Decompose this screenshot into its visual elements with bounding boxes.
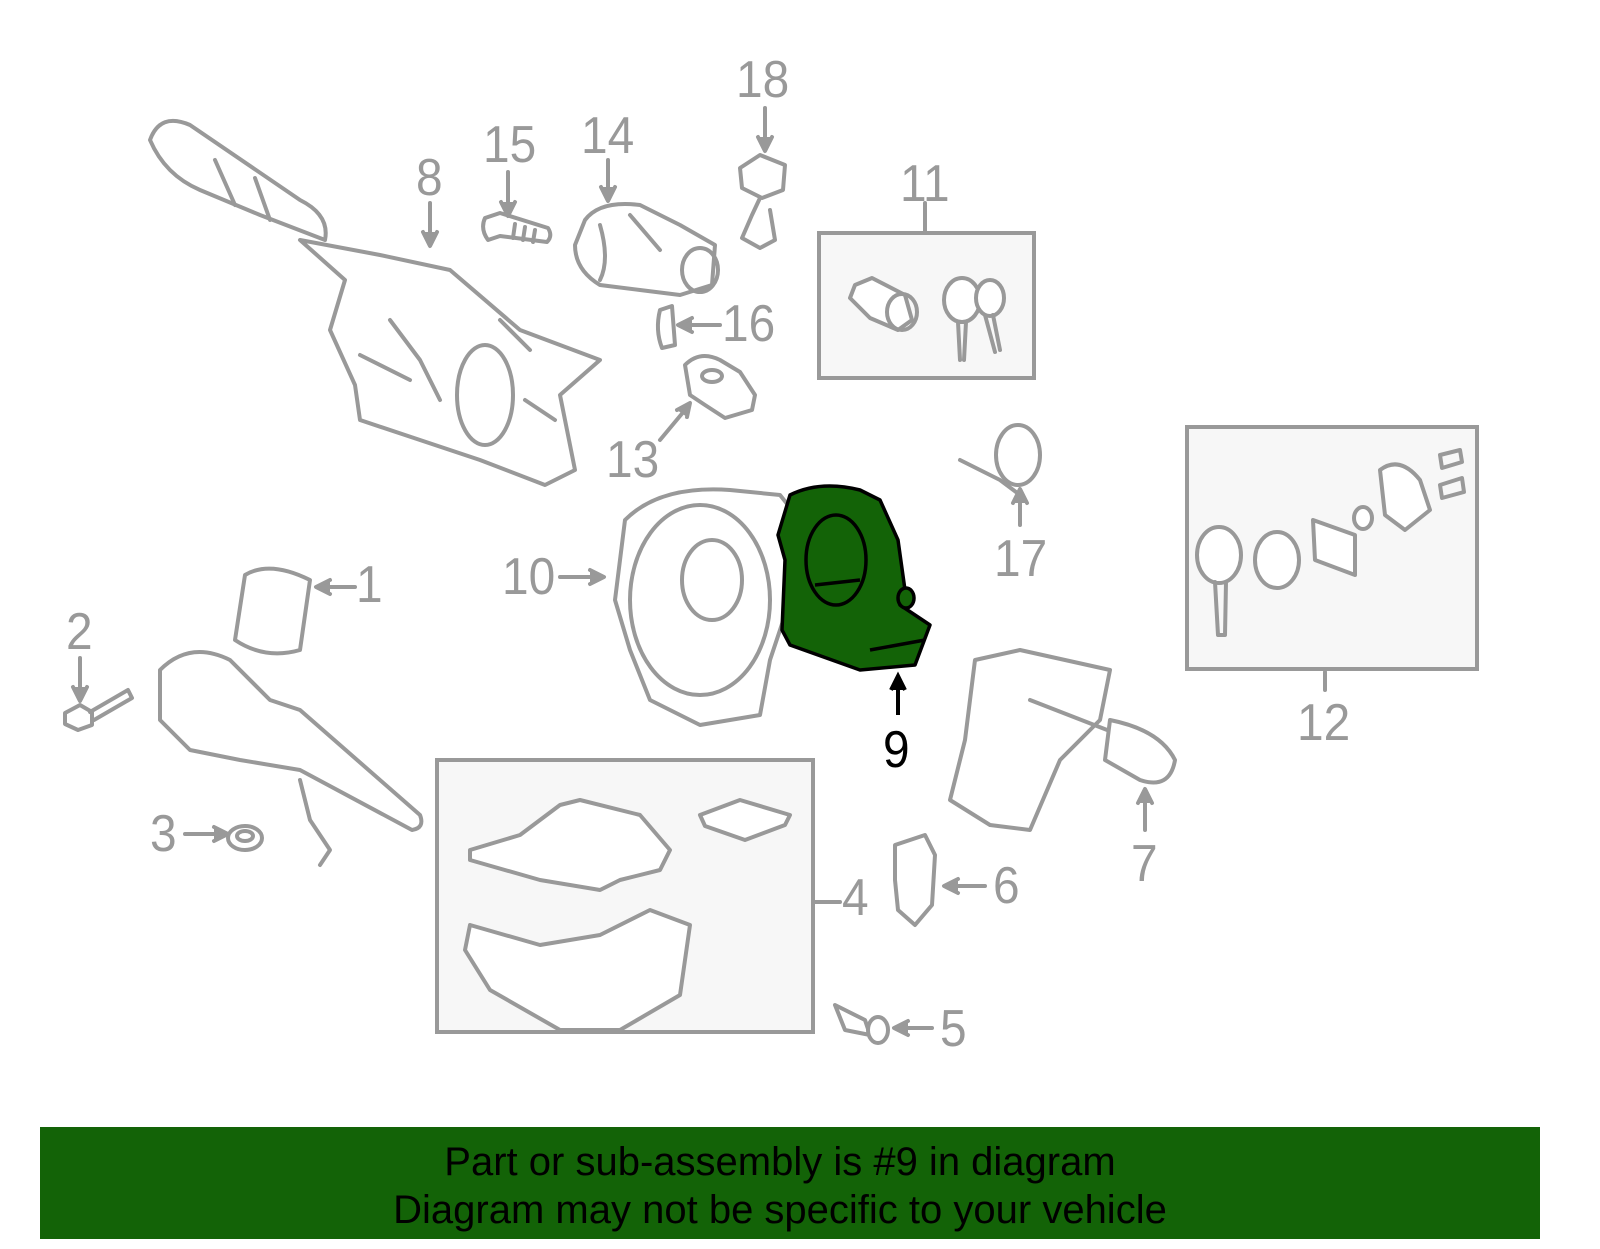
part-8-turn-signal-switch[interactable] — [148, 119, 602, 487]
part-13-ignition-switch[interactable] — [683, 354, 757, 420]
part-12-remote-key[interactable] — [1195, 448, 1466, 637]
callout-1[interactable]: 1 — [356, 556, 383, 614]
callout-13[interactable]: 13 — [606, 431, 660, 489]
parts-diagram: 8 15 14 18 11 16 13 17 10 1 2 9 12 3 7 6… — [63, 51, 1479, 1058]
banner-line-disclaimer: Diagram may not be specific to your vehi… — [393, 1188, 1167, 1232]
part-9-clock-spring-highlighted[interactable] — [776, 484, 932, 672]
callout-14[interactable]: 14 — [581, 107, 635, 165]
callout-15[interactable]: 15 — [483, 116, 537, 174]
callout-6[interactable]: 6 — [993, 857, 1020, 915]
callout-10[interactable]: 10 — [502, 548, 556, 606]
part-16-clip[interactable] — [655, 304, 677, 350]
part-15-shear-bolt[interactable] — [481, 211, 553, 244]
leader-9 — [889, 671, 907, 715]
banner-line-part-info: Part or sub-assembly is #9 in diagram — [444, 1140, 1116, 1184]
callout-4[interactable]: 4 — [842, 869, 869, 927]
part-11-lock-cylinder-keys[interactable] — [848, 276, 1006, 362]
callout-18[interactable]: 18 — [736, 51, 790, 109]
callout-2[interactable]: 2 — [66, 603, 93, 661]
part-18-sensor[interactable] — [738, 153, 787, 250]
leader-lines — [71, 106, 1327, 1037]
part-4-column-cover[interactable] — [463, 798, 792, 1032]
callout-5[interactable]: 5 — [940, 1000, 967, 1058]
part-5-screw[interactable] — [833, 1003, 890, 1045]
callout-17[interactable]: 17 — [994, 530, 1048, 588]
info-banner: Part or sub-assembly is #9 in diagram Di… — [40, 1127, 1540, 1239]
callout-12[interactable]: 12 — [1297, 694, 1351, 752]
part-3-nut[interactable] — [226, 824, 264, 852]
callout-16[interactable]: 16 — [722, 295, 776, 353]
part-6-bracket[interactable] — [893, 833, 937, 927]
part-14-lock-housing[interactable] — [573, 202, 720, 297]
callout-7[interactable]: 7 — [1131, 835, 1158, 893]
callout-11[interactable]: 11 — [900, 155, 950, 213]
callout-3[interactable]: 3 — [150, 805, 177, 863]
part-7-wiper-switch[interactable] — [948, 648, 1177, 832]
callout-8[interactable]: 8 — [416, 149, 443, 207]
part-1-steering-column[interactable] — [158, 566, 424, 867]
part-2-bolt[interactable] — [63, 688, 134, 732]
part-17-transponder-coil[interactable] — [958, 423, 1042, 497]
diagram-drawing — [63, 106, 1466, 1045]
part-10-switch-housing[interactable] — [613, 487, 802, 727]
callout-9[interactable]: 9 — [883, 721, 910, 779]
